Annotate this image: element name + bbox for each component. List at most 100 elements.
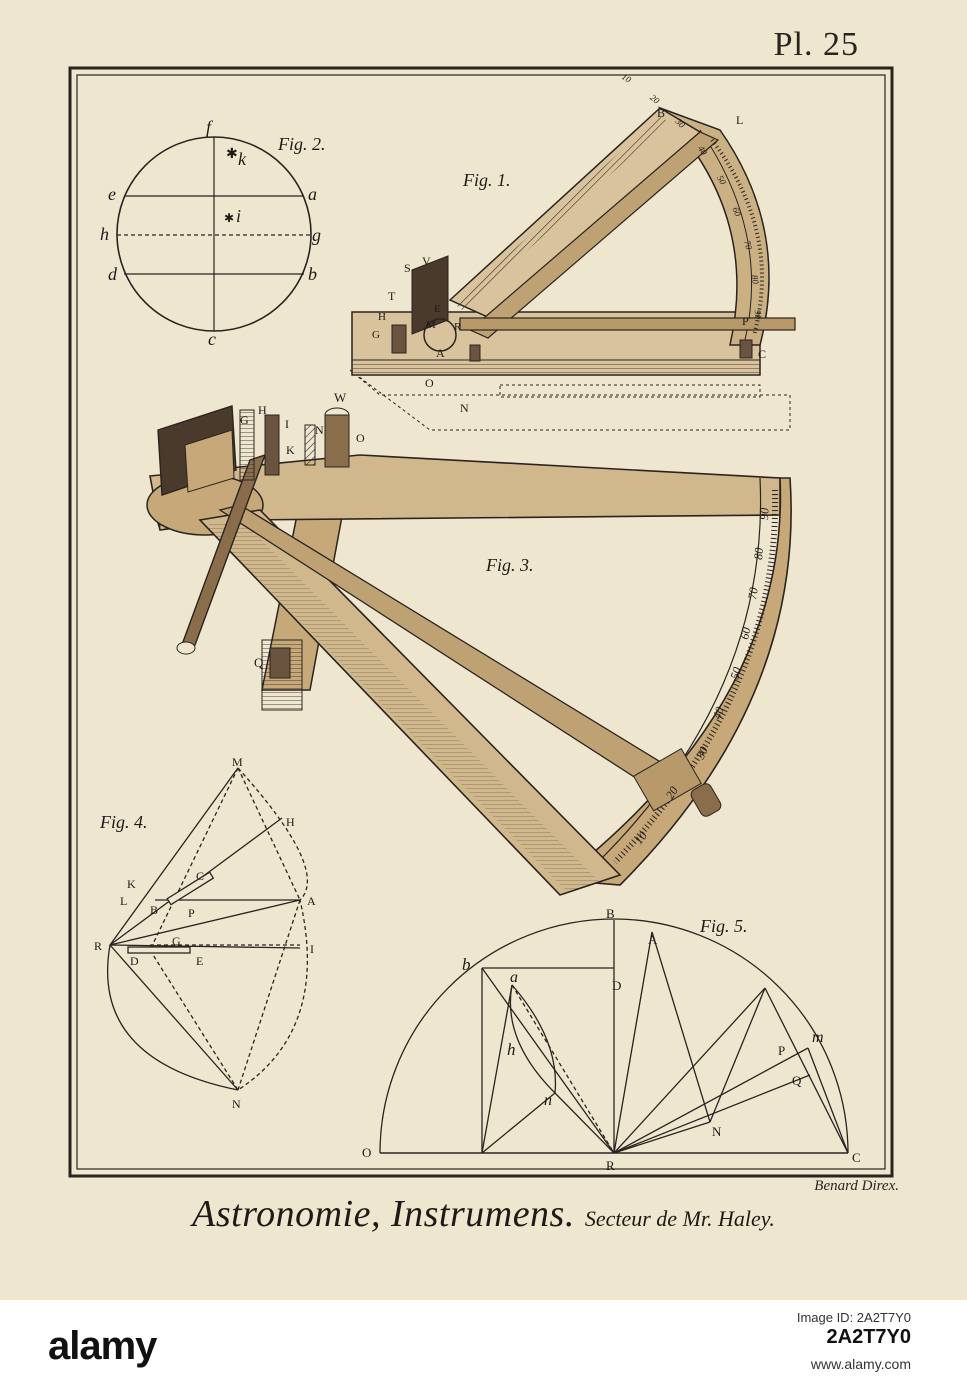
fig1-scale-90: 90 [753, 310, 763, 320]
image-id-value: 2A2T7Y0 [826, 1326, 912, 1348]
fig5-label-D: D [612, 978, 621, 993]
fig1-scale-20: 20 [648, 92, 662, 106]
fig1-scale-70: 70 [742, 239, 754, 251]
watermark-url: www.alamy.com [810, 1356, 911, 1372]
engraver-credit: Benard Direx. [814, 1178, 899, 1194]
fig2-label-e: e [108, 184, 116, 204]
fig2-label-i: i [236, 206, 241, 226]
fig3-label-I: I [285, 417, 289, 431]
fig4-title: Fig. 4. [99, 812, 148, 832]
fig2-label-h: h [100, 224, 109, 244]
fig5-label-a: a [510, 969, 518, 986]
fig5-label-O: O [362, 1145, 371, 1160]
fig2-diagram: ✱ ✱ [116, 136, 312, 332]
fig3-label-W: W [334, 390, 347, 405]
watermark-footer: alamy Image ID: 2A2T7Y0 2A2T7Y0 www.alam… [0, 1300, 967, 1390]
fig3-scale-90: 90 [757, 508, 771, 520]
plate-frame-outer [68, 66, 894, 1178]
fig5-label-B: B [606, 906, 615, 921]
fig3-scale-30: 30 [693, 744, 711, 762]
fig4-label-D: D [130, 954, 139, 968]
caption-main: Astronomie, Instrumens. [192, 1193, 575, 1235]
fig4-label-L: L [120, 894, 127, 908]
fig5-label-C: C [852, 1150, 861, 1165]
fig5-label-b: b [462, 955, 471, 974]
fig1-label-A: A [436, 346, 445, 360]
fig4-label-M: M [232, 755, 243, 769]
fig4-label-N: N [232, 1097, 241, 1111]
fig1-label-G: G [372, 329, 380, 341]
fig5-label-P: P [778, 1043, 785, 1058]
fig1-label-R: R [454, 321, 462, 333]
fig3-label-O: O [356, 431, 365, 445]
fig2-label-f: f [206, 117, 214, 137]
fig4-label-C: C [196, 869, 204, 883]
fig5-label-m: m [812, 1029, 824, 1046]
fig1-title: Fig. 1. [462, 170, 511, 190]
fig1-label-E: E [434, 303, 441, 315]
svg-text:✱: ✱ [224, 211, 234, 225]
plate-number: Pl. 25 [773, 26, 859, 63]
plate-illustration: ✱ ✱ Fig. 2. f k e a h i g d b c [68, 66, 894, 1178]
fig1-label-C: C [758, 347, 766, 361]
svg-text:✱: ✱ [226, 147, 238, 162]
fig1-label-B: B [657, 106, 665, 120]
fig3-scale-50: 50 [727, 665, 744, 680]
fig4-label-H: H [286, 815, 295, 829]
fig4-label-E: E [196, 954, 203, 968]
caption-sub: Secteur de Mr. Haley. [584, 1206, 775, 1231]
fig2-label-g: g [312, 225, 321, 245]
fig3-label-N: N [315, 423, 324, 437]
fig2-label-d: d [108, 264, 118, 284]
fig2-label-c: c [208, 329, 216, 349]
fig4-label-A: A [307, 894, 316, 908]
fig3-label-G: G [240, 413, 249, 427]
fig1-scale-10: 10 [620, 72, 633, 86]
fig1-label-N: N [460, 401, 469, 415]
fig1-label-P: P [742, 314, 749, 328]
fig5-label-N: N [712, 1124, 722, 1139]
fig4-label-K: K [127, 877, 136, 891]
fig1-scale-60: 60 [730, 205, 743, 218]
plate-caption: Astronomie, Instrumens. Secteur de Mr. H… [0, 1192, 967, 1236]
fig3-scale-60: 60 [737, 626, 753, 641]
fig2-label-a: a [308, 184, 317, 204]
fig3-title: Fig. 3. [485, 555, 534, 575]
fig4-label-B: B [150, 903, 158, 917]
fig5-label-h: h [507, 1040, 516, 1059]
fig1-label-L: L [736, 113, 743, 127]
fig5-label-A: A [648, 932, 658, 947]
fig1-label-H: H [378, 311, 386, 323]
fig2-label-b: b [308, 264, 317, 284]
fig5-label-Q: Q [792, 1073, 802, 1088]
fig4-label-G: G [172, 934, 181, 948]
fig5-diagram [379, 918, 849, 1154]
fig1-instrument [349, 106, 796, 431]
fig3-scale-70: 70 [745, 587, 761, 601]
fig1-label-O: O [425, 376, 434, 390]
fig3-label-Q: Q [254, 655, 264, 670]
fig5-label-R: R [606, 1158, 615, 1173]
fig2-label-k: k [238, 149, 247, 169]
fig5-label-n: n [544, 1092, 552, 1109]
fig4-diagram [106, 767, 309, 1091]
fig1-label-S: S [404, 261, 411, 275]
fig4-label-P: P [188, 906, 195, 920]
fig3-scale-40: 40 [710, 705, 727, 721]
fig2-title: Fig. 2. [277, 134, 326, 154]
fig4-label-R: R [94, 939, 102, 953]
fig1-scale-80: 80 [750, 274, 761, 285]
fig3-label-K: K [286, 443, 295, 457]
fig1-label-M: M [426, 319, 436, 331]
plate-frame-inner [76, 74, 886, 1170]
fig4-label-I: I [310, 942, 314, 956]
fig5-title: Fig. 5. [699, 916, 748, 936]
engraving-plate: ✱ ✱ Fig. 2. f k e a h i g d b c [0, 0, 967, 1300]
fig3-scale-80: 80 [751, 547, 766, 560]
image-id-label: Image ID: 2A2T7Y0 [796, 1310, 911, 1325]
fig3-instrument [146, 405, 792, 896]
fig1-label-T: T [388, 289, 396, 303]
fig1-label-V: V [422, 254, 431, 268]
fig3-label-H: H [258, 403, 267, 417]
alamy-logo: alamy [48, 1324, 157, 1368]
